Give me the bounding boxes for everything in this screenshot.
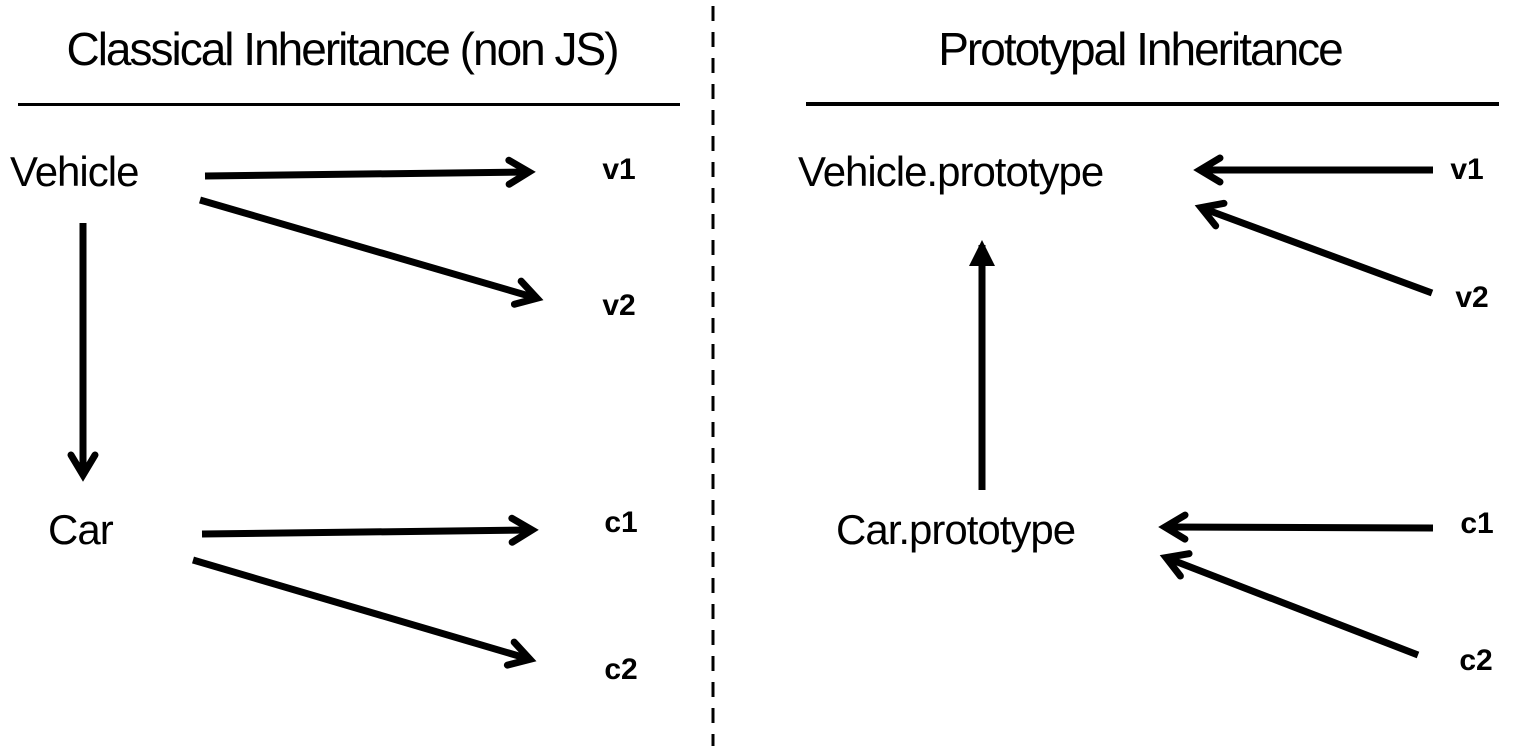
classical-title-underline <box>18 103 680 106</box>
instance-c2-classical: c2 <box>604 653 638 686</box>
classical-panel-title: Classical Inheritance (non JS) <box>66 23 619 75</box>
node-car-prototype: Car.prototype <box>836 506 1076 553</box>
instance-v1-classical: v1 <box>602 153 636 186</box>
edge-c2-car-prototype <box>1159 550 1420 659</box>
edge-vehicle-v2 <box>199 196 544 308</box>
instance-c2-prototypal: c2 <box>1459 644 1493 677</box>
instance-v2-classical: v2 <box>602 289 636 322</box>
instance-v2-prototypal: v2 <box>1455 281 1489 314</box>
edge-vehicle-v1 <box>204 156 536 188</box>
instance-v1-prototypal: v1 <box>1450 153 1484 186</box>
node-vehicle: Vehicle <box>10 148 139 195</box>
node-car: Car <box>48 506 114 553</box>
edge-c1-car-prototype <box>1158 511 1434 543</box>
edge-car-c1 <box>201 514 539 546</box>
edge-car-c2 <box>192 556 537 669</box>
edge-v2-vehicle-prototype <box>1194 199 1434 297</box>
prototypal-title-underline <box>806 102 1499 106</box>
node-vehicle-prototype: Vehicle.prototype <box>798 148 1104 195</box>
instance-c1-classical: c1 <box>604 506 638 539</box>
instance-c1-prototypal: c1 <box>1460 507 1494 540</box>
prototypal-panel-title: Prototypal Inheritance <box>938 23 1343 75</box>
